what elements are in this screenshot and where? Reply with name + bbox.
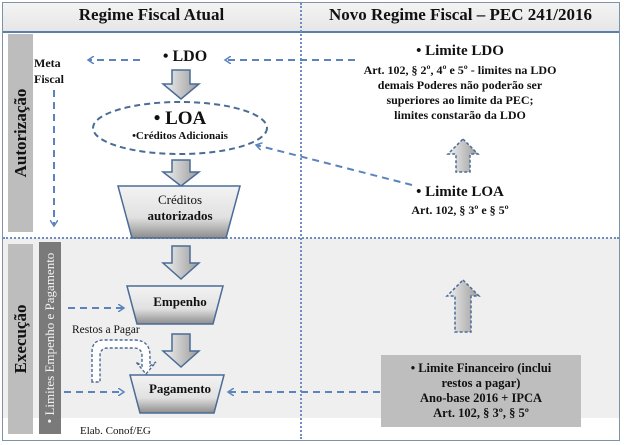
header-current-regime: Regime Fiscal Atual <box>78 5 225 24</box>
header-band <box>3 3 619 33</box>
limite-ldo-title: • Limite LDO <box>416 43 504 59</box>
limite-financeiro-box <box>381 355 581 427</box>
block-arrow-creditos-empenho <box>161 245 201 281</box>
block-arrow-empenho-pagamento <box>161 333 201 369</box>
limite-loa-title: • Limite LOA <box>416 184 504 200</box>
pagamento-label: Pagamento <box>148 381 212 396</box>
limite-ldo-line: superiores ao limite da PEC; <box>386 93 534 107</box>
limite-ldo-line: demais Poderes não poderão ser <box>377 78 543 92</box>
trapezoid-empenho <box>126 285 224 325</box>
limite-loa-body: Art. 102, § 3º e § 5º <box>411 203 509 217</box>
limite-financeiro-text: • Limite Financeiro (inclui restos a pag… <box>381 361 581 421</box>
creditos-line1: Créditos <box>157 192 203 207</box>
limite-fin-line: • Limite Financeiro (inclui <box>410 361 552 375</box>
block-arrow-up-fin <box>445 278 481 333</box>
row-divider <box>3 237 619 239</box>
column-divider <box>300 3 302 439</box>
block-arrow-loa-creditos <box>160 159 202 187</box>
limite-ldo-line: Art. 102, § 2º, 4º e 5º - limites na LDO <box>363 63 557 77</box>
section-label-limites: • Limites Empenho e Pagamento <box>39 242 61 434</box>
restos-a-pagar-label: Restos a Pagar <box>72 324 140 336</box>
diagram-frame <box>2 2 620 441</box>
meta-fiscal-label: Meta Fiscal <box>34 55 84 87</box>
source-note: Elab. Conof/EG <box>80 425 151 437</box>
meta-fiscal-line1: Meta <box>34 56 61 70</box>
block-arrow-ldo-loa <box>160 69 202 100</box>
limite-fin-line: Art. 102, § 3º, § 5º <box>433 406 529 420</box>
section-label-execucao: Execução <box>8 244 33 434</box>
limite-fin-line: restos a pagar) <box>441 376 521 390</box>
arrow-limite-loa-to-loa <box>256 145 413 186</box>
limite-ldo-line: limites constarão da LDO <box>394 108 526 122</box>
meta-fiscal-line2: Fiscal <box>34 72 64 86</box>
loa-title: • LOA <box>153 108 207 129</box>
trapezoid-creditos <box>117 185 241 239</box>
block-arrow-up-loa-ldo <box>446 137 480 173</box>
header-new-regime: Novo Regime Fiscal – PEC 241/2016 <box>329 5 592 24</box>
creditos-line2: autorizados <box>147 208 213 223</box>
trapezoid-pagamento <box>129 374 225 414</box>
loa-subtitle: •Créditos Adicionais <box>132 130 228 142</box>
empenho-label: Empenho <box>153 294 207 309</box>
section-label-autorizacao: Autorização <box>8 34 33 232</box>
loa-ellipse <box>92 101 268 155</box>
ldo-label: • LDO <box>162 48 208 65</box>
restos-loop-arrow <box>91 339 157 383</box>
limite-fin-line: Ano-base 2016 + IPCA <box>419 391 543 405</box>
limite-ldo-body: Art. 102, § 2º, 4º e 5º - limites na LDO… <box>330 63 590 123</box>
creditos-label: Créditos autorizados <box>120 192 240 224</box>
